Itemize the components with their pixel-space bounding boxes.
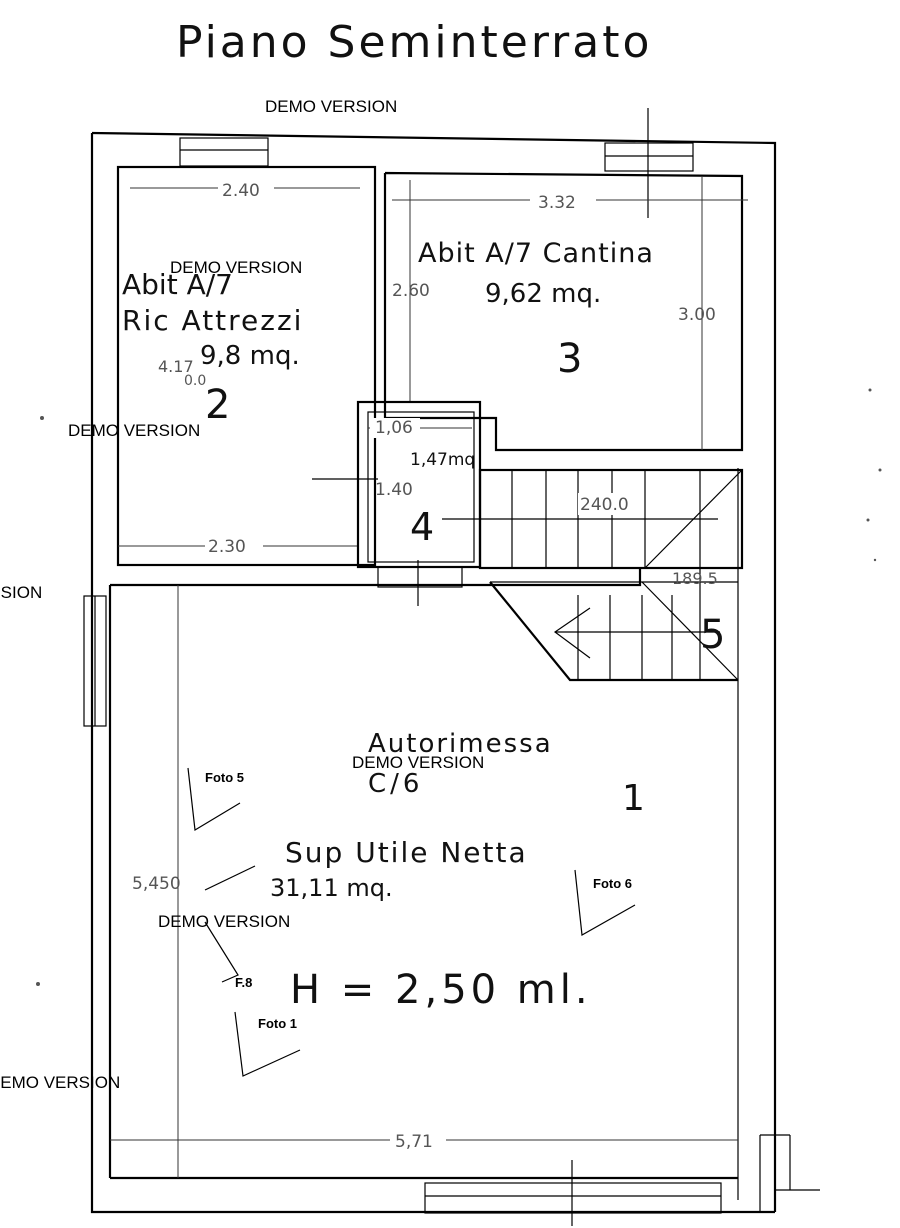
photo-label-5: Foto 5 [205, 770, 244, 785]
room-3-number: 3 [557, 336, 582, 382]
watermark: DEMO VERSION [0, 583, 42, 602]
outer-walls [90, 131, 820, 1214]
photo-markers [187, 767, 636, 1077]
watermark: DEMO VERSION [0, 1073, 120, 1092]
dim-5-71: 5,71 [395, 1132, 433, 1152]
top-windows [179, 108, 694, 218]
watermark: DEMO VERSION [170, 258, 302, 277]
room-2-area: 9,8 mq. [200, 341, 300, 371]
room-2-number: 2 [205, 382, 230, 428]
photo-label-8: F.8 [235, 975, 252, 990]
garage-area-label: Sup Utile Netta [285, 836, 528, 869]
garage-number: 1 [622, 778, 645, 819]
room-4-number: 4 [410, 505, 434, 549]
dim-189-5: 189.5 [672, 569, 718, 588]
room-2-name-line2: Ric Attrezzi [122, 304, 303, 337]
watermark: DEMO VERSION [158, 912, 290, 931]
photo-label-6: Foto 6 [593, 876, 632, 891]
dim-5-450: 5,450 [132, 874, 181, 894]
garage-name: Autorimessa [368, 729, 553, 759]
dim-2-40: 2.40 [222, 181, 260, 201]
scan-specks [36, 388, 882, 986]
dim-2-30: 2.30 [208, 537, 246, 557]
watermark: DEMO VERSION [352, 753, 484, 772]
garage-category: C/6 [368, 769, 423, 799]
garage-height: H = 2,50 ml. [290, 967, 592, 1013]
dim-2-60: 2.60 [392, 281, 430, 301]
garage-walls [83, 568, 738, 1226]
garage-area: 31,11 mq. [270, 874, 393, 902]
dim-0-0: 0.0 [184, 373, 206, 389]
watermarks: DEMO VERSION DEMO VERSION DEMO VERSION D… [0, 97, 484, 1092]
dimension-labels: 2.40 3.32 2.60 3.00 4.17 0.0 1,06 1.40 2… [132, 178, 718, 1152]
dim-3-32: 3.32 [538, 193, 576, 213]
room-2-name-line1: Abit A/7 [122, 268, 233, 301]
dim-1-06: 1,06 [375, 418, 413, 438]
dim-4-17: 4.17 [158, 357, 194, 376]
dim-1-40: 1.40 [375, 480, 413, 500]
room-4-area: 1,47mq [410, 450, 475, 470]
watermark: DEMO VERSION [265, 97, 397, 116]
watermark: DEMO VERSION [68, 421, 200, 440]
room-3-area: 9,62 mq. [485, 279, 601, 309]
photo-label-1: Foto 1 [258, 1016, 297, 1031]
room-5-number: 5 [700, 612, 725, 658]
dim-3-00: 3.00 [678, 305, 716, 325]
room-3-name: Abit A/7 Cantina [418, 238, 654, 269]
dim-240-0: 240.0 [580, 495, 629, 515]
plan-title: Piano Seminterrato [176, 17, 652, 68]
staircase [442, 468, 744, 1200]
